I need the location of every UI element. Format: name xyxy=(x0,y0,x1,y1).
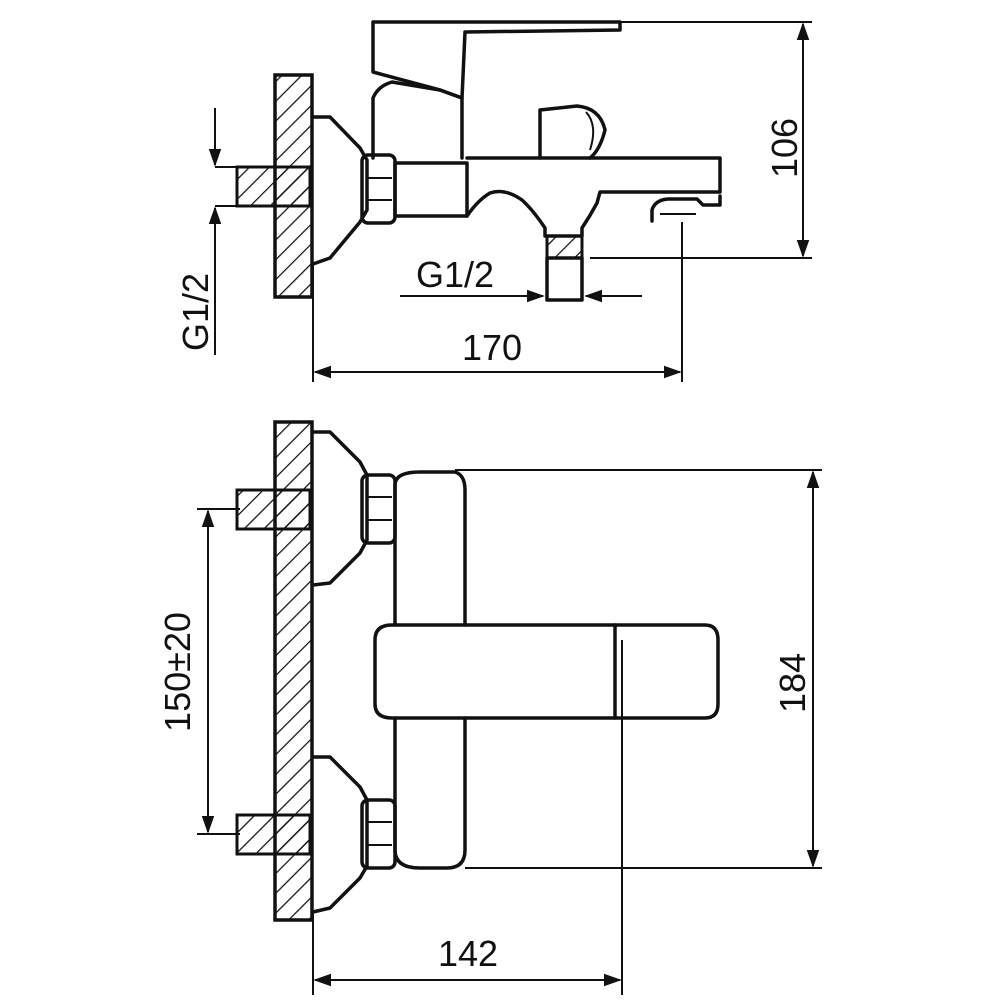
mixer-block xyxy=(373,623,720,720)
front-view: 184 150±20 142 xyxy=(157,420,822,995)
inlet-pipe-lower xyxy=(235,813,312,856)
dim-150-label: 150±20 xyxy=(157,612,198,732)
thread-horizontal-label: G1/2 xyxy=(416,254,494,295)
flange-lower xyxy=(311,755,369,914)
inlet-pipe-upper xyxy=(235,488,312,531)
body-spout xyxy=(465,156,722,238)
aerator xyxy=(650,194,722,223)
dim-142-label: 142 xyxy=(438,933,498,974)
flange-top xyxy=(311,115,369,266)
dim-106-label: 106 xyxy=(764,118,805,178)
dim-170-label: 170 xyxy=(462,327,522,368)
body-bar xyxy=(393,470,467,870)
side-view: 106 170 G1/2 G1/2 xyxy=(175,20,812,382)
shower-outlet xyxy=(545,234,584,260)
flange-upper xyxy=(311,430,369,587)
connector-top xyxy=(393,161,469,218)
diverter-knob xyxy=(538,104,607,160)
dim-184-label: 184 xyxy=(772,653,813,713)
inlet-pipe-top xyxy=(235,165,312,208)
thread-vertical-label: G1/2 xyxy=(175,273,216,351)
